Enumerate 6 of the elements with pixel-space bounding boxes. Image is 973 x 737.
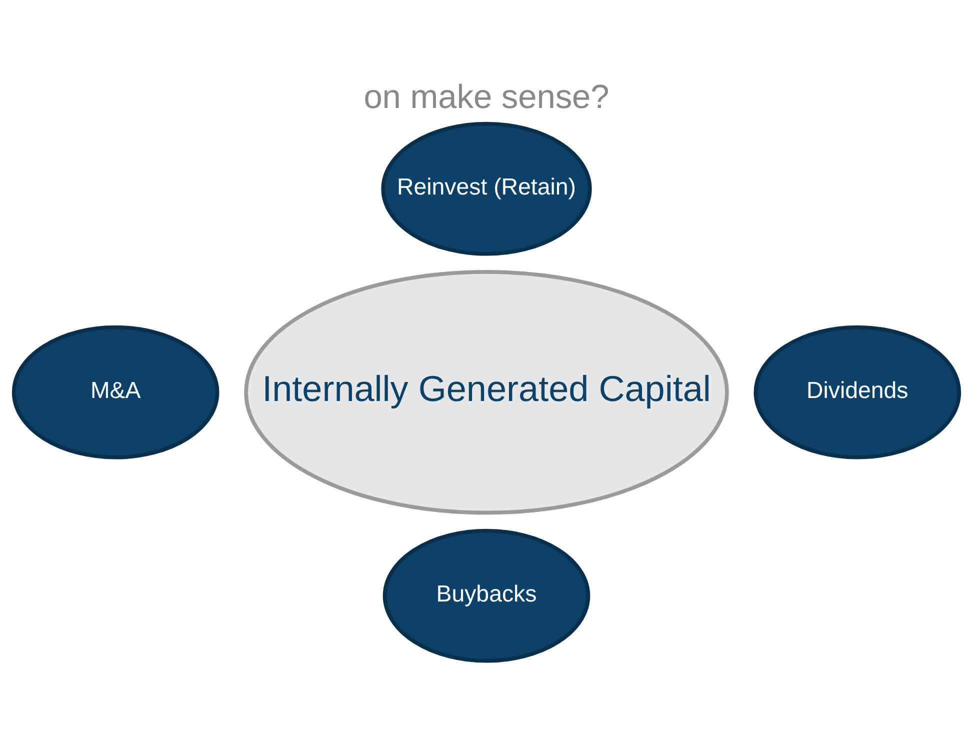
node-ellipse: Dividends bbox=[754, 325, 962, 460]
node-ellipse: Internally Generated Capital bbox=[244, 270, 729, 515]
diagram-title: on make sense? bbox=[364, 79, 610, 116]
node-ellipse: M&A bbox=[12, 325, 220, 460]
node-ellipse: Reinvest (Retain) bbox=[381, 122, 592, 256]
node-ellipse: Buybacks bbox=[382, 528, 590, 663]
